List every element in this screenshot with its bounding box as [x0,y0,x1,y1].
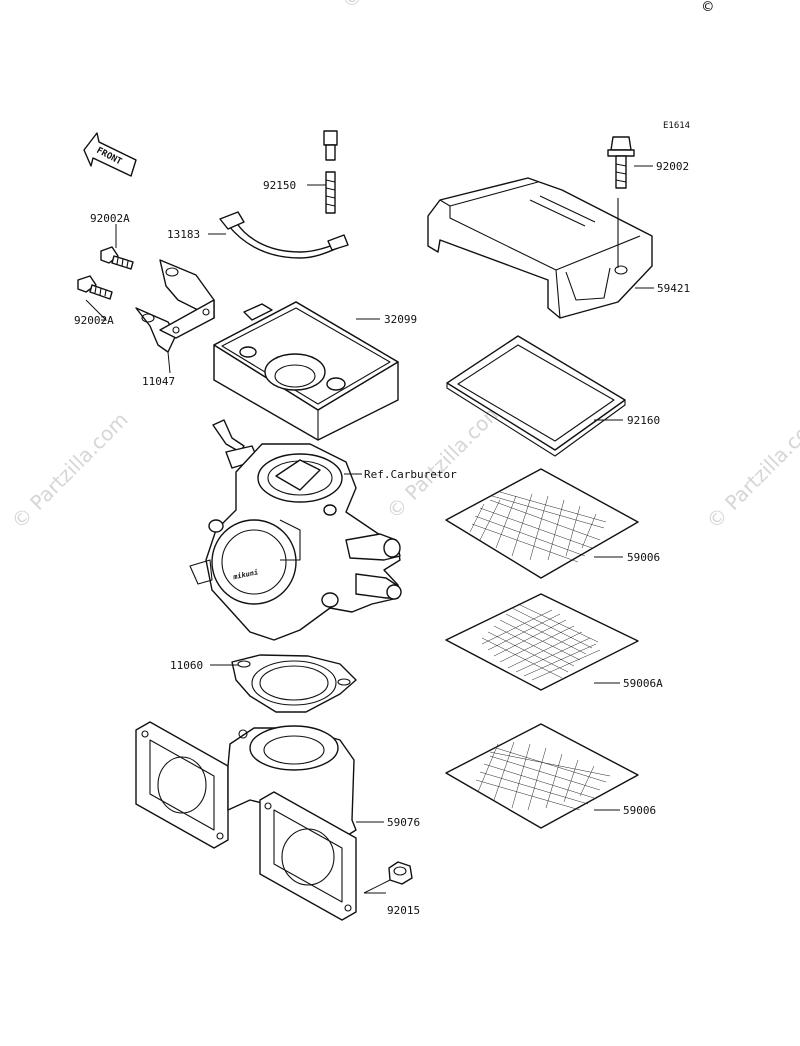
part-label: 92002A [74,314,114,327]
part-label: 59076 [387,816,420,829]
part-label: 13183 [167,228,200,241]
part-label: 92150 [263,179,296,192]
part-label: 11060 [170,659,203,672]
part-label: 92160 [627,414,660,427]
airbox-base-32099 [213,301,399,441]
front-arrow-icon: FRONT [83,132,137,177]
part-label: 92002 [656,160,689,173]
strap-13183 [219,211,349,259]
screen-59006-upper [445,468,639,579]
part-label: 11047 [142,375,175,388]
copyright-mark: © [703,0,713,16]
watermark: © Partzilla.com [337,0,463,14]
watermark: © Partzilla.com [702,407,800,533]
part-label: 59006 [627,551,660,564]
bolt-92002A-lower [77,275,113,300]
screen-59006-lower [445,723,639,829]
bolt-92150 [323,130,338,214]
carburetor: mikuni [189,419,402,641]
part-label: Ref.Carburetor [364,468,457,481]
part-label: 32099 [384,313,417,326]
cover-59421 [427,177,653,319]
watermark: © Partzilla.com [7,407,133,533]
gasket-92160 [446,335,626,457]
bolt-92002 [607,136,635,189]
manifold-59076 [135,721,357,921]
part-label: 59006A [623,677,663,690]
gasket-11060 [231,654,357,713]
part-label: 59421 [657,282,690,295]
bracket-11047 [135,259,215,353]
bolt-92002A-upper [100,246,134,270]
screen-59006A [445,593,639,691]
part-label: 92015 [387,904,420,917]
nut-92015 [388,861,413,885]
part-labels: 92002 92150 13183 92002A 92002A 32099 11… [74,160,690,917]
part-label: 59006 [623,804,656,817]
leader-lines [85,165,654,894]
diagram-code: E1614 [663,121,690,131]
part-label: 92002A [90,212,130,225]
